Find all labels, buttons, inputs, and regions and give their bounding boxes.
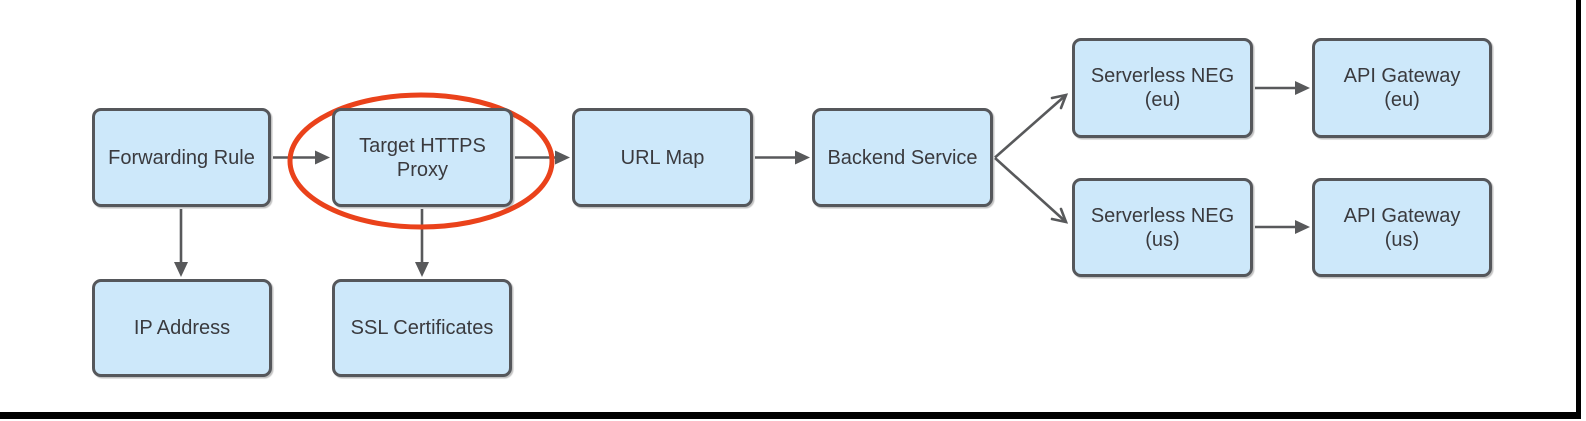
arrowhead-to-serverless-neg-us bbox=[1050, 207, 1069, 224]
node-api-gateway-us-label: API Gateway (us) bbox=[1343, 204, 1461, 251]
node-api-gateway-eu: API Gateway (eu) bbox=[1312, 38, 1492, 138]
highlight-ellipse bbox=[287, 92, 555, 230]
node-serverless-neg-eu: Serverless NEG (eu) bbox=[1072, 38, 1253, 138]
node-ip-address-label: IP Address bbox=[133, 317, 231, 339]
node-serverless-neg-eu-label: Serverless NEG (eu) bbox=[1090, 65, 1235, 111]
arrowhead-to-backend-service bbox=[795, 150, 810, 165]
node-serverless-neg-us: Serverless NEG (us) bbox=[1072, 178, 1253, 277]
arrowhead-to-target-https-proxy bbox=[315, 150, 330, 165]
node-ip-address: IP Address bbox=[92, 279, 272, 377]
node-target-https-proxy-label: Target HTTPS Proxy bbox=[359, 134, 486, 181]
node-serverless-neg-us-label: Serverless NEG (us) bbox=[1090, 204, 1235, 251]
node-url-map: URL Map bbox=[572, 108, 753, 207]
arrowhead-to-api-gateway-eu bbox=[1295, 81, 1310, 95]
edge-backend-service-to-serverless-neg-us bbox=[994, 157, 1067, 223]
arrowhead-to-serverless-neg-eu bbox=[1050, 93, 1069, 110]
node-backend-service-label: Backend Service bbox=[827, 146, 978, 169]
node-forwarding-rule: Forwarding Rule bbox=[92, 108, 271, 207]
edge-backend-service-to-serverless-neg-eu bbox=[994, 94, 1067, 159]
node-ssl-certificates-label: SSL Certificates bbox=[350, 317, 494, 339]
arrowhead-to-url-map bbox=[555, 150, 570, 165]
arrowhead-to-ip-address bbox=[174, 262, 188, 277]
node-url-map-label: URL Map bbox=[620, 146, 705, 169]
node-target-https-proxy: Target HTTPS Proxy bbox=[332, 108, 513, 207]
arrowhead-to-api-gateway-us bbox=[1295, 220, 1310, 234]
node-backend-service: Backend Service bbox=[812, 108, 993, 207]
canvas-bottom-border bbox=[0, 412, 1581, 419]
node-ssl-certificates: SSL Certificates bbox=[332, 279, 512, 377]
node-api-gateway-us: API Gateway (us) bbox=[1312, 178, 1492, 277]
arrowhead-to-ssl-certificates bbox=[415, 262, 429, 277]
node-forwarding-rule-label: Forwarding Rule bbox=[108, 146, 255, 169]
canvas-right-border bbox=[1576, 0, 1581, 419]
node-api-gateway-eu-label: API Gateway (eu) bbox=[1343, 65, 1461, 111]
